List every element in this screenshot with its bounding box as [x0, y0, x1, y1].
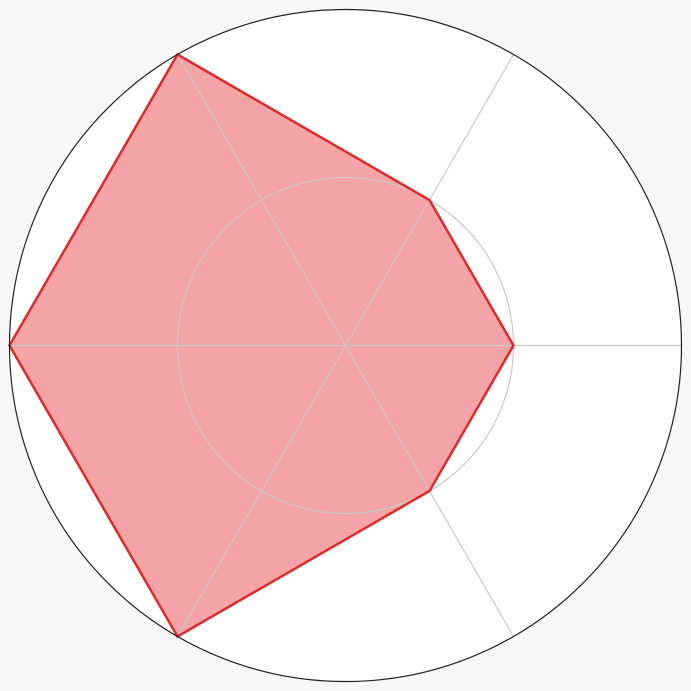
axis-spoke [176, 54, 347, 346]
axis-spoke [176, 345, 347, 637]
outer-ring [8, 8, 683, 683]
